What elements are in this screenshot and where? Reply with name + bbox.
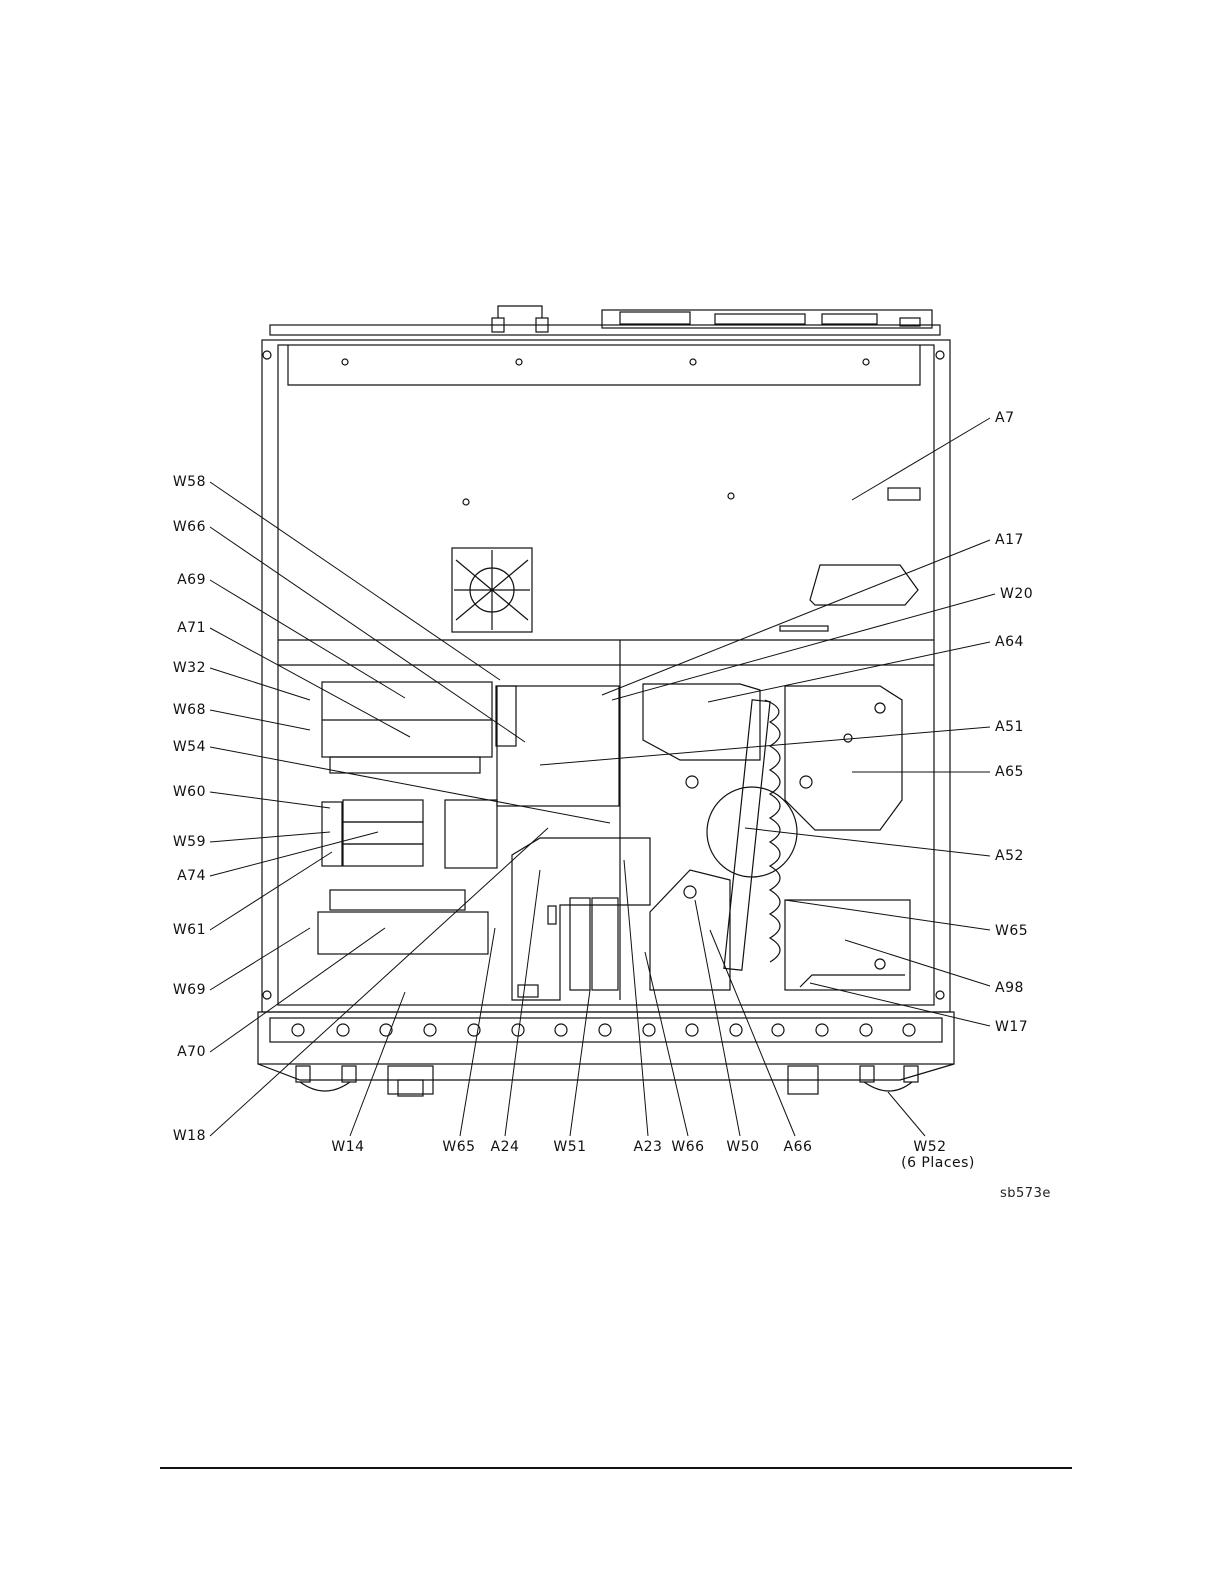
- rear-connectors: [270, 306, 940, 335]
- callout-right-w20: W20: [1000, 586, 1033, 602]
- callout-right-w17: W17: [995, 1019, 1028, 1035]
- callout-left-a70: A70: [177, 1044, 206, 1060]
- callout-w52: W52: [913, 1139, 946, 1155]
- chassis-frame: [262, 340, 950, 1012]
- callout-left-w58: W58: [173, 474, 206, 490]
- callout-left-w32: W32: [173, 660, 206, 676]
- a69-a71-modules: [322, 682, 516, 773]
- callout-left-w18: W18: [173, 1128, 206, 1144]
- callout-right-a65: A65: [995, 764, 1024, 780]
- callout-bottom-a24: A24: [491, 1139, 520, 1155]
- callout-left-w68: W68: [173, 702, 206, 718]
- callout-bottom-w14: W14: [331, 1139, 364, 1155]
- callout-right-a7: A7: [995, 410, 1014, 426]
- callout-left-w59: W59: [173, 834, 206, 850]
- callout-left-a69: A69: [177, 572, 206, 588]
- callout-bottom-w66: W66: [671, 1139, 704, 1155]
- right-bay: [643, 684, 910, 990]
- a70-module: [318, 890, 488, 954]
- callout-left-w69: W69: [173, 982, 206, 998]
- callout-left-a71: A71: [177, 620, 206, 636]
- callout-bottom-w51: W51: [553, 1139, 586, 1155]
- footer-rule: [160, 1467, 1072, 1469]
- slot: [780, 626, 828, 631]
- callout-left-a74: A74: [177, 868, 206, 884]
- center-boards: [445, 686, 650, 1000]
- a7-connector: [888, 488, 920, 500]
- callout-bottom-w50: W50: [726, 1139, 759, 1155]
- fan: [452, 548, 532, 632]
- callout-right-w65: W65: [995, 923, 1028, 939]
- callout-right-a51: A51: [995, 719, 1024, 735]
- callout-right-a98: A98: [995, 980, 1024, 996]
- callout-right-a52: A52: [995, 848, 1024, 864]
- callout-w52-note: (6 Places): [901, 1155, 975, 1171]
- callout-left-w66: W66: [173, 519, 206, 535]
- callout-left-w61: W61: [173, 922, 206, 938]
- bracket: [810, 565, 918, 605]
- callout-right-a64: A64: [995, 634, 1024, 650]
- callout-left-w54: W54: [173, 739, 206, 755]
- leader-lines: [210, 418, 995, 1136]
- callout-left-w60: W60: [173, 784, 206, 800]
- callout-right-a17: A17: [995, 532, 1024, 548]
- front-panel: [258, 1012, 954, 1096]
- callout-bottom-a23: A23: [634, 1139, 663, 1155]
- callout-bottom-a66: A66: [784, 1139, 813, 1155]
- figure-id: sb573e: [1000, 1186, 1051, 1201]
- callout-bottom-w65: W65: [442, 1139, 475, 1155]
